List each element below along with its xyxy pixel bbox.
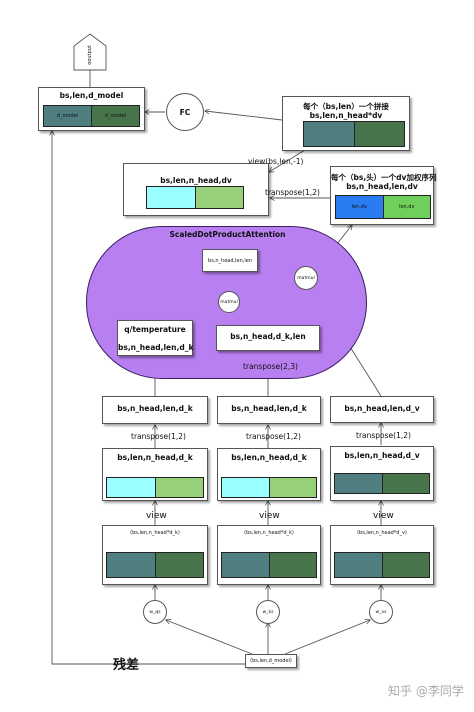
k-split-cell-2	[268, 478, 316, 497]
dv-cell-1	[147, 187, 195, 208]
concat-box: 每个（bs,len）一个拼接 bs,len,n_head*dv	[282, 96, 410, 151]
input-box: (bs,len,d_model)	[245, 654, 297, 668]
model-cell-2: d_model	[91, 106, 139, 126]
k-transpose-title: bs,n_head,len,d_k	[231, 404, 307, 413]
residual-edge	[52, 131, 245, 665]
q-proj-cell-2	[154, 553, 203, 577]
input-to-wvs-edge	[284, 620, 370, 655]
v-proj-cells	[334, 552, 430, 578]
q-proj-cells	[106, 552, 204, 578]
concat-title: 每个（bs,len）一个拼接	[303, 102, 389, 111]
v-transpose-box: bs,n_head,len,d_v	[330, 396, 434, 423]
q-proj-cell-1	[107, 553, 155, 577]
k-proj-title: (bs,len,n_head*d_k)	[244, 530, 294, 536]
wvs-node: w_vs	[369, 600, 393, 624]
q-proj-title: (bs,len,n_head*d_k)	[130, 530, 180, 536]
q-split-cell-2	[154, 478, 203, 497]
matmul-inner-node: matmul	[218, 291, 240, 313]
q-transpose-label: transpose(1,2)	[131, 432, 186, 441]
output-shape	[73, 33, 107, 71]
concat-subtitle: bs,len,n_head*dv	[309, 111, 383, 120]
model-output-box: bs,len,d_model d_model d_model	[38, 87, 145, 131]
v-split-cells	[334, 473, 430, 494]
input-label: (bs,len,d_model)	[250, 658, 292, 664]
perm-cell-2: len,dv	[382, 196, 430, 218]
q-split-cells	[106, 477, 204, 498]
wqs-node: w_qs	[143, 600, 167, 624]
v-view-label: view	[373, 511, 394, 521]
q-box-line1: q/temperature	[124, 325, 186, 334]
perm-title: 每个（bs,头）一个dv加权序列	[331, 173, 437, 182]
k-box-label: bs,n_head,d_k,len	[230, 332, 306, 341]
model-output-title: bs,len,d_model	[59, 91, 124, 100]
matmul-outer-node: matmul	[294, 266, 318, 290]
k-proj-cell-1	[222, 553, 269, 577]
v-split-title: bs,len,n_head,d_v	[344, 451, 420, 460]
v-transpose-title: bs,n_head,len,d_v	[344, 404, 420, 413]
k-proj-cells	[221, 552, 317, 578]
dv-box: bs,len,n_head,dv	[123, 163, 269, 216]
q-view-label: view	[146, 511, 167, 521]
k-proj-box: (bs,len,n_head*d_k)	[217, 525, 321, 585]
residual-label: 残差	[113, 658, 140, 673]
q-split-box: bs,len,n_head,d_k	[102, 448, 208, 501]
v-proj-box: (bs,len,n_head*d_v)	[330, 525, 434, 585]
perm-cell-1: len,dv	[336, 196, 383, 218]
perm-cells: len,dv len,dv	[335, 195, 431, 219]
wks-node: w_ks	[256, 600, 280, 624]
matmul-outer-label: matmul	[297, 275, 315, 281]
wqs-label: w_qs	[149, 609, 161, 615]
k-split-cells	[221, 477, 317, 498]
scores-box: bs,n_head,len,len	[202, 249, 258, 272]
concat-cells	[303, 121, 405, 147]
dv-cell-2	[194, 187, 243, 208]
v-transpose-label: transpose(1,2)	[356, 431, 411, 440]
v-proj-title: (bs,len,n_head*d_v)	[357, 530, 407, 536]
concat-to-fc-edge	[205, 111, 283, 121]
concat-cell-2	[353, 122, 404, 146]
dv-cells	[146, 186, 244, 209]
k-transpose-label: transpose(1,2)	[246, 432, 301, 441]
model-output-cells: d_model d_model	[43, 105, 140, 127]
k-split-title: bs,len,n_head,d_k	[231, 453, 307, 462]
k-box: bs,n_head,d_k,len	[216, 325, 320, 351]
v-proj-cell-2	[381, 553, 429, 577]
dv-title: bs,len,n_head,dv	[160, 176, 232, 185]
v-split-cell-1	[335, 474, 382, 493]
sdpa-title: ScaledDotProductAttention	[169, 230, 286, 239]
concat-cell-1	[304, 122, 354, 146]
q-proj-box: (bs,len,n_head*d_k)	[102, 525, 208, 585]
v-proj-cell-1	[335, 553, 382, 577]
input-to-wqs-edge	[166, 620, 253, 655]
q-split-title: bs,len,n_head,d_k	[117, 453, 193, 462]
scores-label: bs,n_head,len,len	[208, 258, 252, 264]
matmul-inner-label: matmul	[220, 299, 238, 305]
transpose-top-label: transpose(1,2)	[265, 188, 320, 197]
q-transpose-box: bs,n_head,len,d_k	[102, 396, 208, 424]
q-split-cell-1	[107, 478, 155, 497]
q-box-line2: bs,n_head,len,d_k	[118, 343, 194, 352]
model-cell-1: d_model	[44, 106, 91, 126]
v-split-box: bs,len,n_head,d_v	[330, 446, 434, 501]
view-edge-label: view(bs,len,-1)	[248, 157, 304, 166]
k-view-label: view	[259, 511, 280, 521]
watermark: 知乎 @李同学	[388, 684, 464, 698]
k-transpose-box: bs,n_head,len,d_k	[217, 396, 321, 424]
v-split-cell-2	[381, 474, 429, 493]
fc-label: FC	[179, 107, 191, 117]
transpose-k-label: transpose(2,3)	[243, 362, 298, 371]
k-split-cell-1	[222, 478, 269, 497]
perm-box: 每个（bs,头）一个dv加权序列 bs,n_head,len,dv len,dv…	[330, 166, 437, 225]
perm-subtitle: bs,n_head,len,dv	[346, 182, 418, 191]
k-split-box: bs,len,n_head,d_k	[217, 448, 321, 501]
output-label: ooutput	[87, 45, 93, 65]
wvs-label: w_vs	[375, 609, 387, 615]
q-transpose-title: bs,n_head,len,d_k	[117, 404, 193, 413]
view-edge	[269, 149, 306, 172]
wks-label: w_ks	[262, 609, 274, 615]
q-box: q/temperature bs,n_head,len,d_k	[117, 320, 193, 356]
fc-node: FC	[166, 93, 204, 131]
k-proj-cell-2	[268, 553, 316, 577]
